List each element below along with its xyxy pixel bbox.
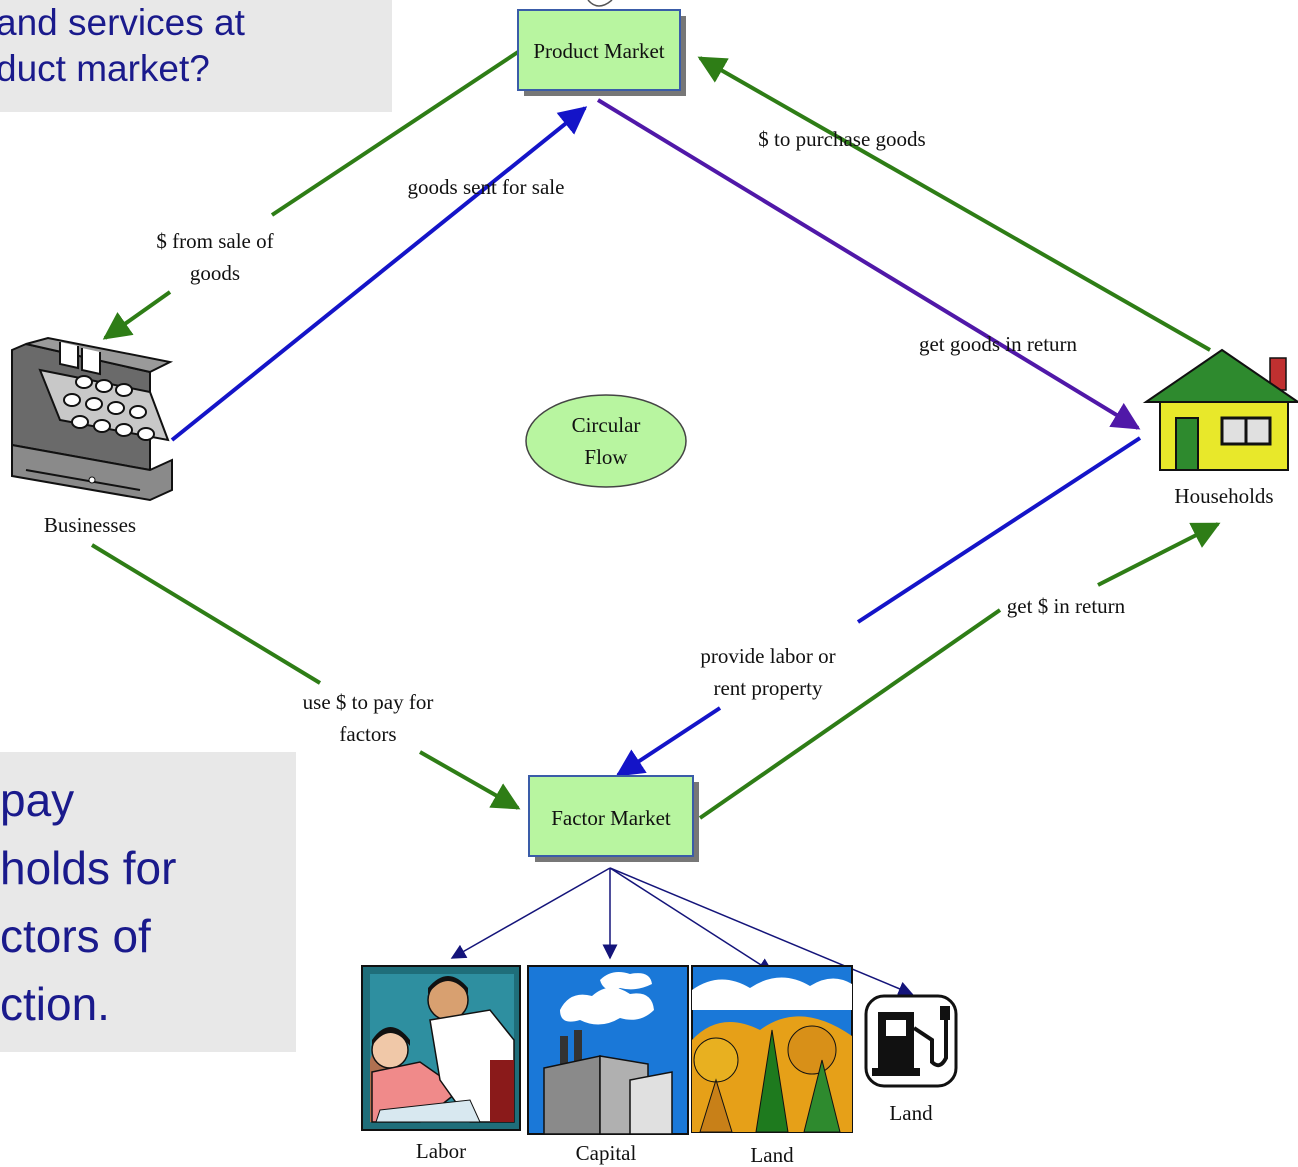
circular-flow-label-2: Flow bbox=[584, 445, 628, 469]
circular-flow-label-1: Circular bbox=[572, 413, 641, 437]
house-icon bbox=[1142, 348, 1298, 471]
arrow-to-labor bbox=[450, 867, 611, 959]
top-stub-mark bbox=[587, 0, 613, 7]
label-money-return: get $ in return bbox=[1007, 594, 1126, 618]
arrow-to-land bbox=[609, 867, 774, 973]
label-sale-revenue-2: goods bbox=[190, 261, 240, 285]
label-provide-labor-2: rent property bbox=[713, 676, 823, 700]
arrow-sale-revenue-head bbox=[102, 290, 172, 340]
capital-picture bbox=[527, 965, 689, 1135]
land-fuel-label: Land bbox=[889, 1101, 933, 1125]
businesses-label: Businesses bbox=[44, 513, 136, 537]
arrow-provide-labor-head bbox=[615, 706, 722, 777]
label-goods-return: get goods in return bbox=[919, 332, 1078, 356]
question-callout-top: and services at duct market? bbox=[0, 0, 392, 112]
cash-register-icon bbox=[11, 336, 174, 502]
arrow-pay-factors-head bbox=[419, 750, 521, 810]
arrow-to-fuel bbox=[609, 867, 914, 996]
callout-bottom-line-1: pay bbox=[0, 774, 75, 826]
fuel-pump-icon bbox=[864, 994, 958, 1088]
arrow-goods-sent bbox=[170, 106, 588, 442]
labor-picture bbox=[361, 965, 521, 1131]
label-sale-revenue-1: $ from sale of bbox=[156, 229, 273, 253]
product-market-node: Product Market bbox=[517, 9, 686, 96]
label-purchase-goods: $ to purchase goods bbox=[758, 127, 925, 151]
arrow-provide-labor bbox=[856, 436, 1142, 624]
land-label: Land bbox=[750, 1143, 794, 1167]
label-pay-factors-2: factors bbox=[339, 722, 396, 746]
callout-top-line-1: and services at bbox=[0, 2, 245, 43]
note-callout-bottom: pay holds for ctors of ction. bbox=[0, 752, 296, 1052]
capital-label: Capital bbox=[576, 1141, 637, 1165]
label-provide-labor-1: provide labor or bbox=[700, 644, 835, 668]
land-forest-picture bbox=[691, 965, 853, 1133]
arrow-purchase-goods bbox=[697, 56, 1211, 352]
arrow-sale-revenue bbox=[270, 50, 520, 217]
arrow-money-return-head bbox=[1097, 522, 1221, 587]
arrow-money-return bbox=[698, 608, 1002, 820]
factor-market-node: Factor Market bbox=[528, 775, 699, 862]
product-market-label: Product Market bbox=[533, 39, 664, 63]
callout-bottom-line-4: ction. bbox=[0, 978, 110, 1030]
callout-top-line-2: duct market? bbox=[0, 48, 210, 89]
factor-market-label: Factor Market bbox=[551, 806, 671, 830]
households-label: Households bbox=[1174, 484, 1273, 508]
labor-label: Labor bbox=[416, 1139, 466, 1163]
label-pay-factors-1: use $ to pay for bbox=[303, 690, 434, 714]
arrow-goods-return bbox=[596, 98, 1141, 430]
circular-flow-node: Circular Flow bbox=[525, 394, 687, 488]
arrow-pay-factors bbox=[90, 543, 322, 685]
callout-bottom-line-2: holds for bbox=[0, 842, 177, 894]
label-goods-sent: goods sent for sale bbox=[408, 175, 565, 199]
callout-bottom-line-3: ctors of bbox=[0, 910, 151, 962]
